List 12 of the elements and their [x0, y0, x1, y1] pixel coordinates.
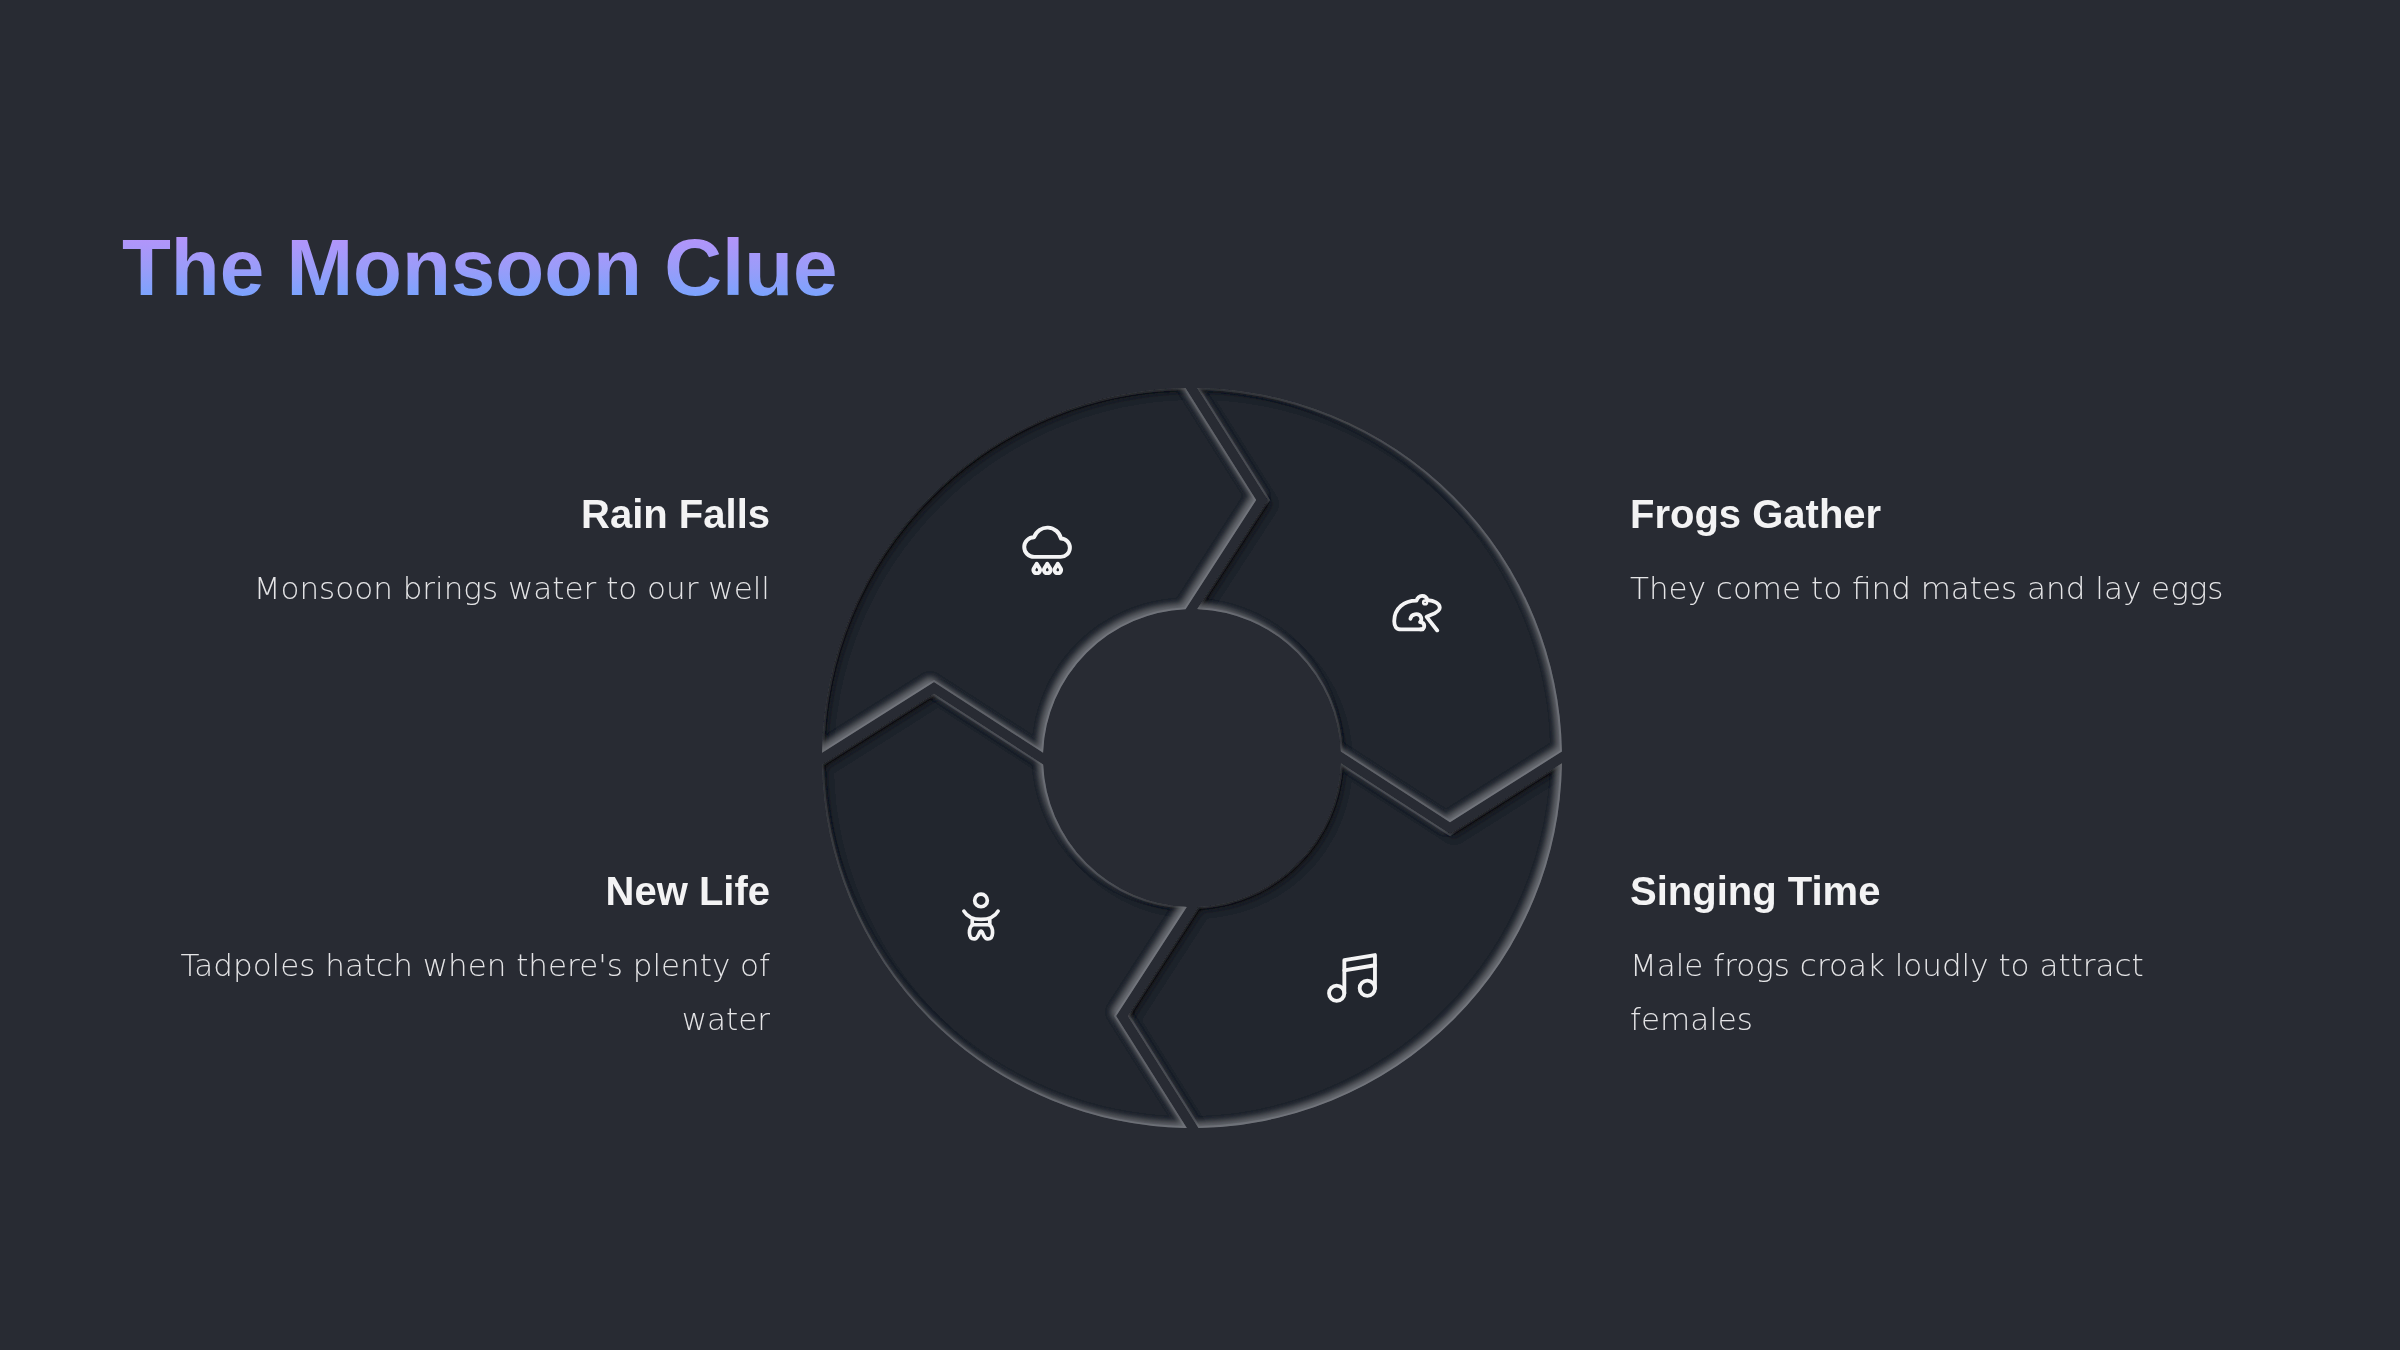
step-description: They come to find mates and lay eggs — [1630, 569, 2224, 608]
step-title: New Life — [605, 868, 770, 915]
step-description: Male frogs croak loudly to attract females — [1630, 946, 2145, 1039]
step-description: Tadpoles hatch when there's plenty of water — [179, 946, 770, 1039]
step-title: Singing Time — [1630, 868, 1881, 915]
ring-segment — [822, 388, 1256, 752]
ring-segment — [1198, 388, 1562, 822]
step-title: Frogs Gather — [1630, 491, 1882, 538]
step-description: Monsoon brings water to our well — [253, 569, 770, 608]
ring-segment — [822, 694, 1186, 1128]
ring-segment — [1128, 764, 1562, 1128]
step-title: Rain Falls — [581, 491, 770, 538]
